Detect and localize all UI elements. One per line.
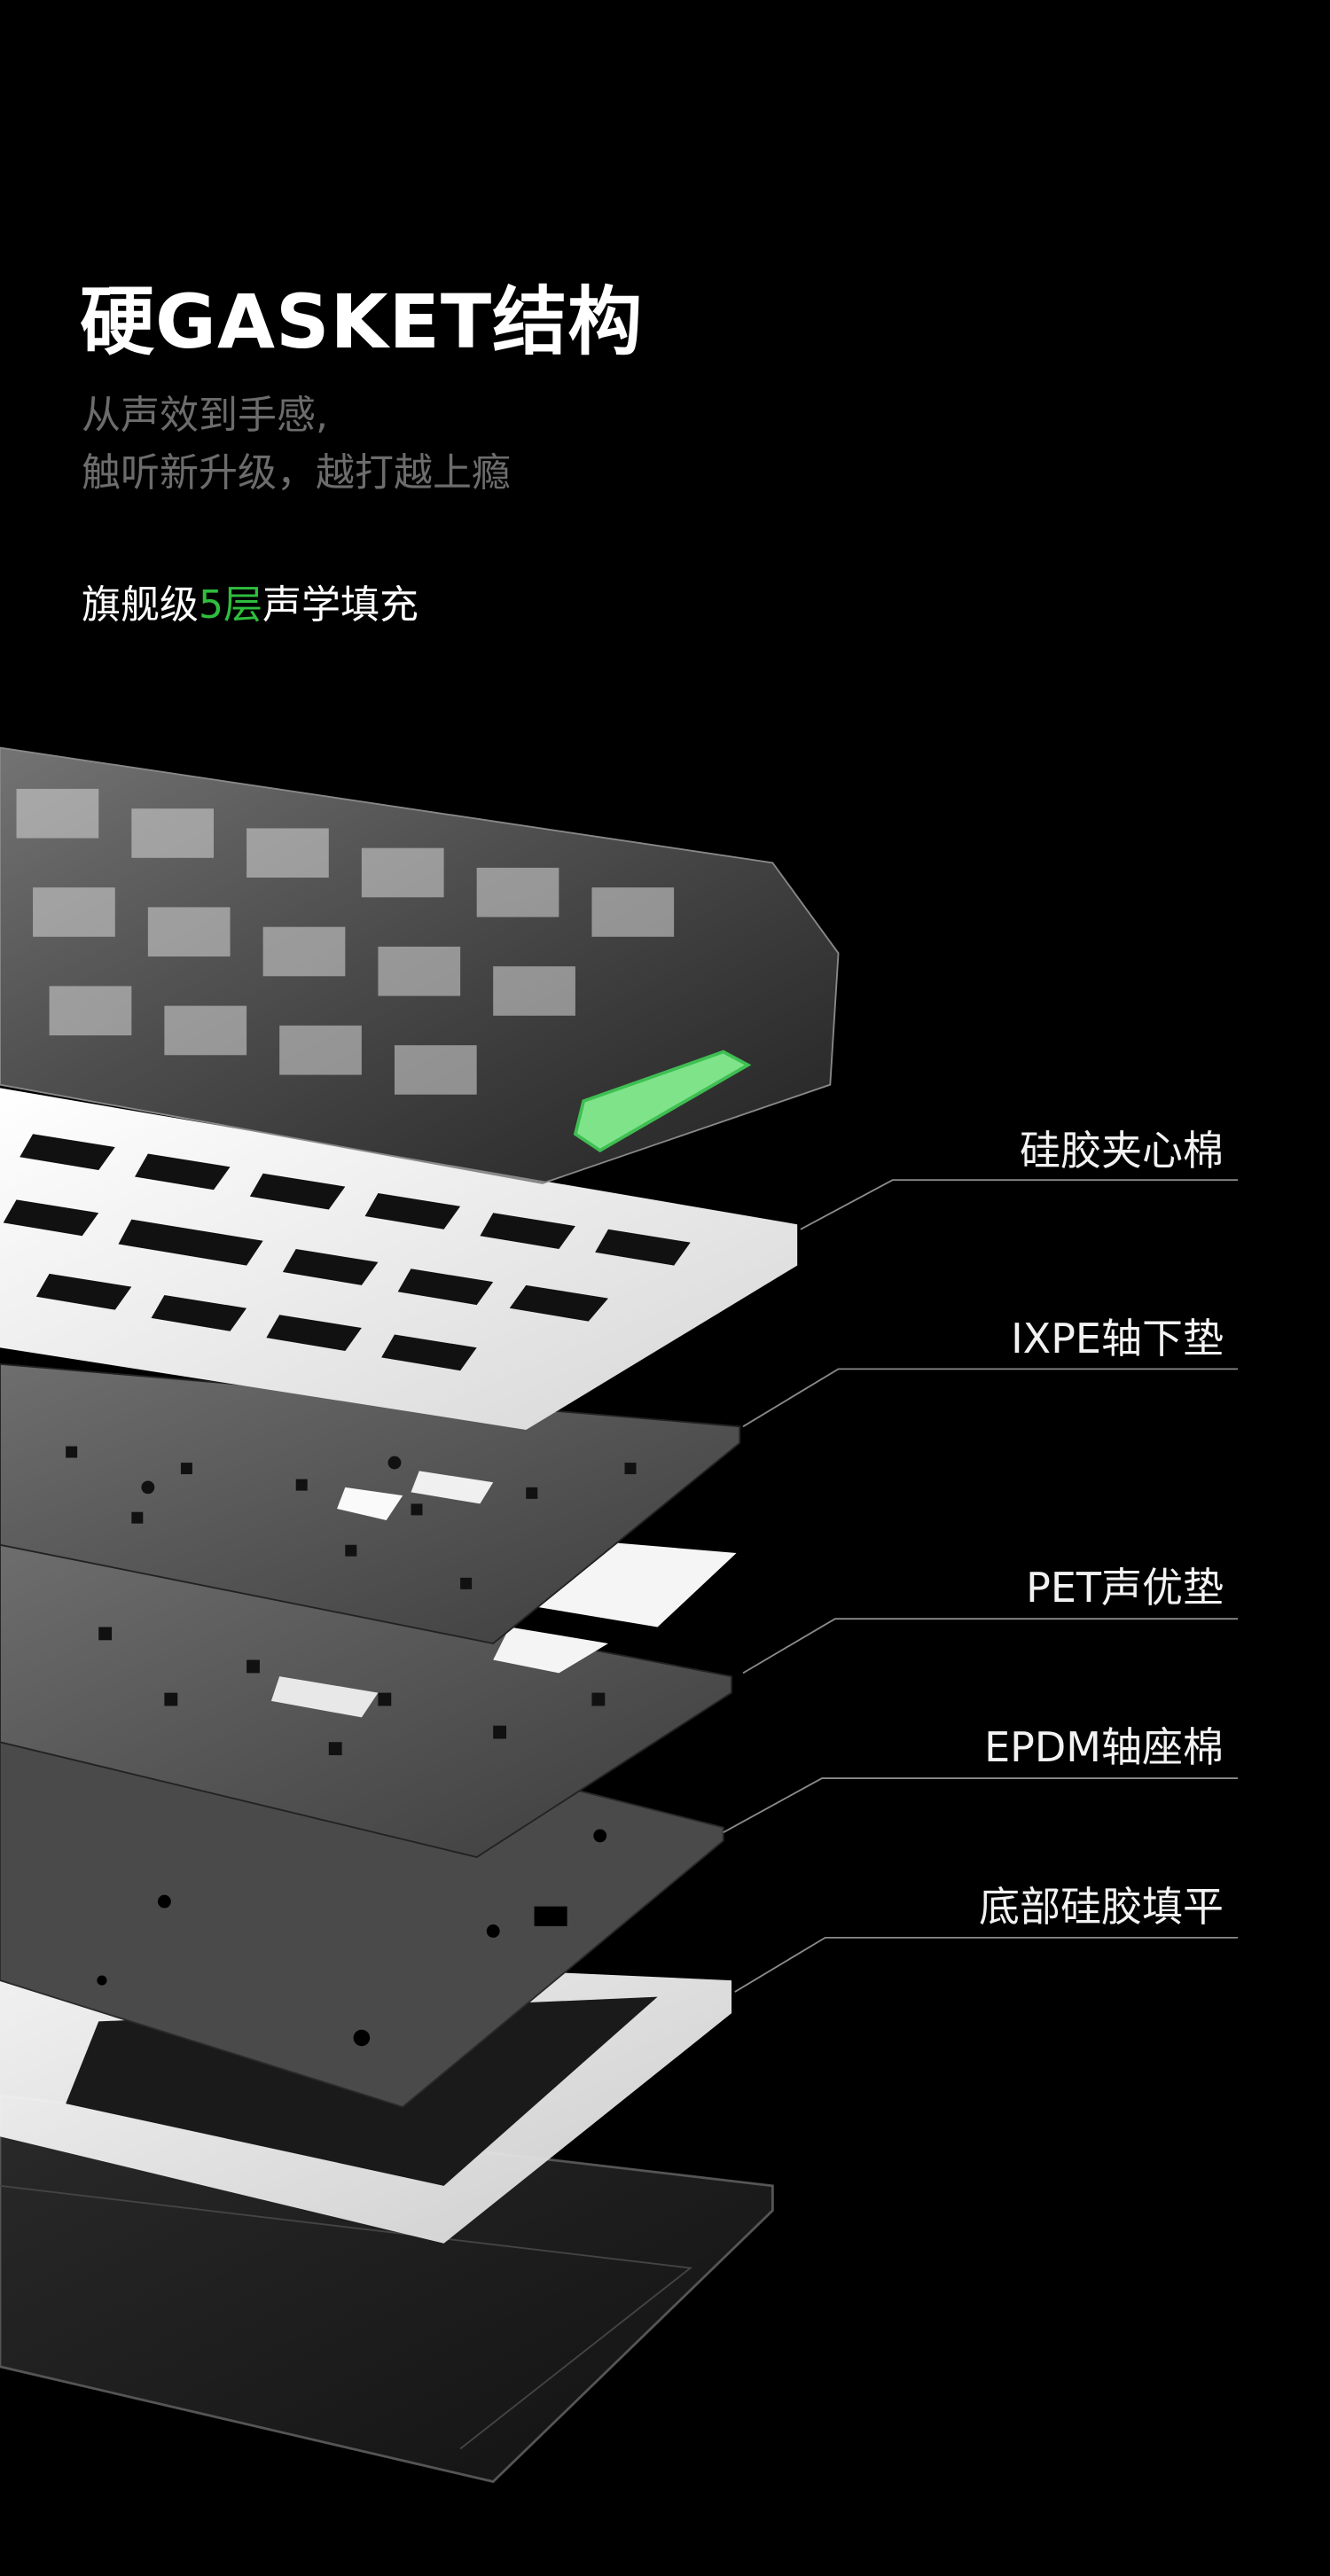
leader-line-4	[723, 1777, 1239, 1834]
leader-line-3	[742, 1618, 1239, 1674]
layer-label-pet: PET声优垫	[1026, 1564, 1224, 1612]
page-title: 硬GASKET结构	[80, 278, 644, 365]
layer-label-ixpe: IXPE轴下垫	[1011, 1315, 1224, 1362]
bottom-case	[0, 2094, 774, 2484]
subtitle-line-2: 触听新升级，越打越上瘾	[82, 450, 511, 496]
leader-line-5	[734, 1936, 1239, 1993]
feature-accent: 5层	[199, 582, 262, 628]
layer-label-epdm: EPDM轴座棉	[984, 1723, 1224, 1771]
subtitle-line-1: 从声效到手感,	[82, 393, 328, 438]
green-stabilizer	[573, 1050, 752, 1152]
leader-line-1	[800, 1179, 1239, 1230]
layer-label-bottom-silicone: 底部硅胶填平	[979, 1883, 1224, 1931]
layer-label-silicone-sandwich: 硅胶夹心棉	[1020, 1127, 1224, 1175]
leader-line-2	[742, 1368, 1239, 1428]
feature-suffix: 声学填充	[262, 582, 419, 628]
feature-heading: 旗舰级5层声学填充	[82, 573, 419, 629]
feature-prefix: 旗舰级	[82, 582, 199, 628]
